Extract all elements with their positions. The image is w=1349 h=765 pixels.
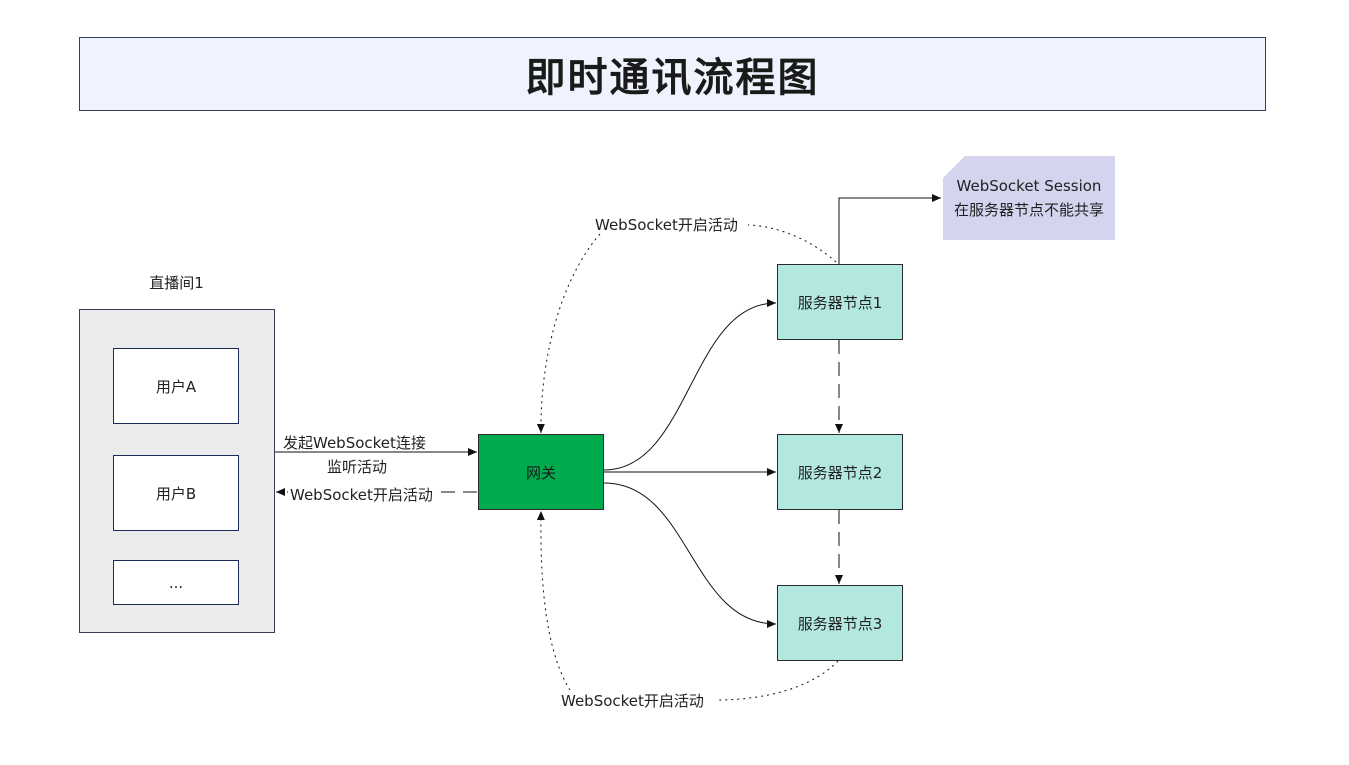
server1-to-note [838, 194, 941, 264]
user-box-b[interactable]: 用户B [113, 455, 239, 531]
user-box-more[interactable]: ... [113, 560, 239, 605]
user-label: 用户B [155, 484, 197, 503]
user-label: 用户A [155, 377, 197, 396]
server-node-1[interactable]: 服务器节点1 [777, 264, 903, 340]
bottom-loop-arrow [536, 510, 571, 691]
server-node-3[interactable]: 服务器节点3 [777, 585, 903, 661]
server-label: 服务器节点1 [797, 293, 883, 312]
page-title: 即时通讯流程图 [525, 55, 820, 101]
gateway-node[interactable]: 网关 [478, 434, 604, 510]
listen-label: 监听活动 [327, 458, 388, 476]
user-label: ... [168, 573, 184, 592]
room-label: 直播间1 [149, 274, 204, 292]
gateway-to-server-1 [603, 299, 777, 471]
top-loop-connector [747, 224, 837, 263]
user-box-a[interactable]: 用户A [113, 348, 239, 424]
note-line-1: WebSocket Session [956, 177, 1102, 195]
title-bar: 即时通讯流程图 [79, 37, 1266, 111]
response-label: WebSocket开启活动 [288, 484, 435, 505]
bottom-loop-label: WebSocket开启活动 [561, 692, 704, 710]
server-label: 服务器节点3 [797, 614, 883, 633]
session-note: WebSocket Session 在服务器节点不能共享 [943, 156, 1115, 240]
connect-label: 发起WebSocket连接 [283, 434, 426, 452]
note-line-2: 在服务器节点不能共享 [953, 201, 1104, 219]
bottom-loop-connector [715, 660, 839, 701]
gateway-label: 网关 [525, 463, 556, 482]
gateway-to-server-3 [603, 482, 777, 628]
server-label: 服务器节点2 [797, 463, 883, 482]
top-loop-arrow [536, 233, 601, 434]
top-loop-label: WebSocket开启活动 [595, 216, 738, 234]
server-node-2[interactable]: 服务器节点2 [777, 434, 903, 510]
